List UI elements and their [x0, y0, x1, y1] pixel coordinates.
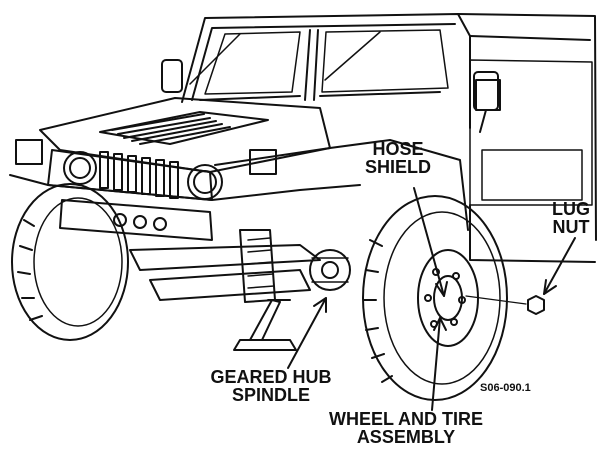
hood [39, 97, 331, 173]
wheel-and-tire-label: WHEEL AND TIRE ASSEMBLY [326, 410, 486, 446]
grille [15, 139, 277, 201]
wheel-tire-line-1: WHEEL AND TIRE [328, 409, 483, 429]
windshield-frame [181, 13, 471, 129]
wheel-tire-line-2: ASSEMBLY [356, 427, 456, 447]
cab-body [457, 13, 597, 263]
suspension [129, 229, 351, 303]
hose-shield-label: HOSE SHIELD [343, 140, 453, 176]
lug-nut-part [465, 295, 545, 315]
left-tire [11, 183, 129, 341]
figure-code: S06-090.1 [480, 382, 531, 394]
right-wheel [362, 195, 508, 401]
side-mirror [161, 59, 499, 133]
hose-shield-line-2: SHIELD [364, 157, 431, 177]
leader-lines [287, 187, 576, 411]
geared-hub-spindle-label: GEARED HUB SPINDLE [196, 368, 346, 404]
floor-jack [233, 299, 297, 351]
geared-hub-line-1: GEARED HUB [210, 367, 332, 387]
lug-nut-line-2: NUT [552, 217, 590, 237]
lug-nut-label: LUG NUT [540, 200, 601, 236]
lug-nut-line-1: LUG [552, 199, 590, 219]
geared-hub-line-2: SPINDLE [231, 385, 310, 405]
fender [9, 139, 469, 241]
hose-shield-line-1: HOSE [372, 139, 424, 159]
